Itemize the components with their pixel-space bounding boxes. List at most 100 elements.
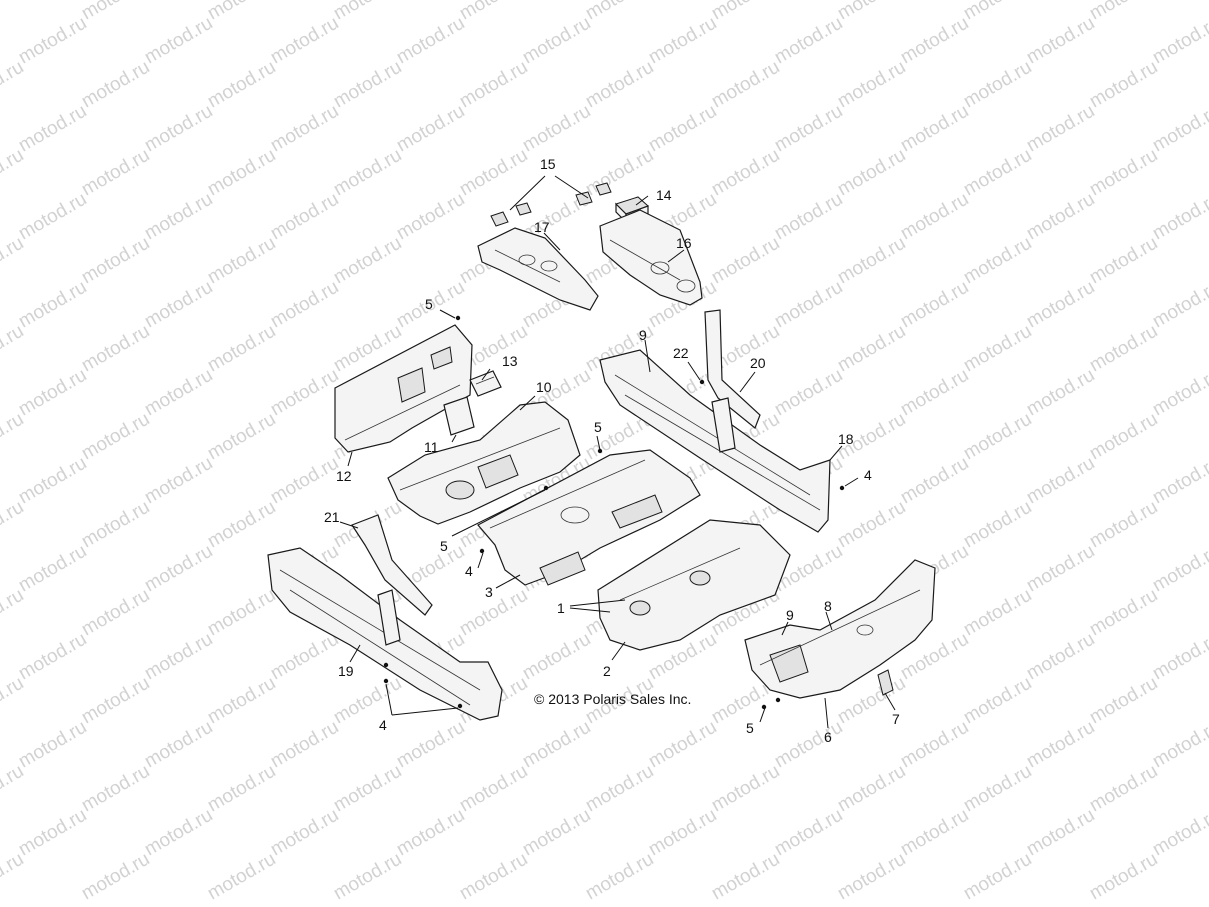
watermark-text: motod.ru: [771, 101, 846, 157]
part-18-right-sill: [599, 349, 831, 533]
watermark-text: motod.ru: [141, 13, 216, 69]
callout-21: 21: [324, 509, 340, 525]
callout-2: 2: [603, 663, 611, 679]
watermark-text: motod.ru: [708, 145, 783, 201]
watermark-text: motod.ru: [645, 717, 720, 773]
part-21-left-pillar: [351, 514, 433, 646]
callout-5-center: 5: [594, 419, 602, 435]
watermark-text: motod.ru: [267, 453, 342, 509]
watermark-text: motod.ru: [1149, 629, 1209, 685]
callout-4-center: 4: [465, 563, 473, 579]
watermark-text: motod.ru: [330, 233, 405, 289]
callout-16: 16: [676, 235, 692, 251]
watermark-text: motod.ru: [1149, 189, 1209, 245]
watermark-text: motod.ru: [15, 629, 90, 685]
watermark-text: motod.ru: [141, 365, 216, 421]
watermark-text: motod.ru: [1086, 585, 1161, 641]
watermark-text: motod.ru: [1086, 497, 1161, 553]
watermark-text: motod.ru: [1149, 453, 1209, 509]
watermark-text: motod.ru: [330, 145, 405, 201]
watermark-text: motod.ru: [267, 189, 342, 245]
watermark-text: motod.ru: [1023, 13, 1098, 69]
callout-3: 3: [485, 584, 493, 600]
watermark-text: motod.ru: [141, 629, 216, 685]
watermark-text: motod.ru: [960, 233, 1035, 289]
watermark-text: motod.ru: [204, 585, 279, 641]
watermark-text: motod.ru: [267, 101, 342, 157]
watermark-text: motod.ru: [15, 541, 90, 597]
watermark-text: motod.ru: [78, 849, 153, 905]
part-12-rear-panel: [334, 324, 473, 453]
watermark-text: motod.ru: [141, 101, 216, 157]
watermark-text: motod.ru: [897, 453, 972, 509]
watermark-text: motod.ru: [204, 761, 279, 817]
watermark-text: motod.ru: [204, 145, 279, 201]
watermark-text: motod.ru: [771, 277, 846, 333]
watermark-text: motod.ru: [1023, 453, 1098, 509]
callout-17: 17: [534, 219, 550, 235]
watermark-text: motod.ru: [1023, 805, 1098, 861]
watermark-text: motod.ru: [960, 497, 1035, 553]
watermark-text: motod.ru: [1023, 189, 1098, 245]
watermark-text: motod.ru: [15, 189, 90, 245]
watermark-text: motod.ru: [456, 145, 531, 201]
watermark-text: motod.ru: [519, 805, 594, 861]
watermark-text: motod.ru: [897, 277, 972, 333]
watermark-text: motod.ru: [1086, 409, 1161, 465]
watermark-text: motod.ru: [771, 365, 846, 421]
watermark-text: motod.ru: [78, 409, 153, 465]
watermark-text: motod.ru: [267, 717, 342, 773]
watermark-text: motod.ru: [897, 805, 972, 861]
watermark-text: motod.ru: [267, 629, 342, 685]
watermark-text: motod.ru: [15, 365, 90, 421]
watermark-text: motod.ru: [834, 761, 909, 817]
watermark-text: motod.ru: [204, 321, 279, 377]
callout-5-bottom: 5: [746, 720, 754, 736]
callout-15: 15: [540, 156, 556, 172]
watermark-text: motod.ru: [456, 0, 531, 24]
watermark-text: motod.ru: [204, 0, 279, 24]
callout-7: 7: [892, 711, 900, 727]
callout-12: 12: [336, 468, 352, 484]
watermark-text: motod.ru: [78, 761, 153, 817]
part-17-console: [477, 227, 599, 311]
watermark-text: motod.ru: [141, 189, 216, 245]
watermark-text: motod.ru: [582, 849, 657, 905]
part-7-bracket: [877, 669, 894, 696]
watermark-text: motod.ru: [78, 145, 153, 201]
callout-11: 11: [424, 439, 439, 455]
watermark-text: motod.ru: [645, 805, 720, 861]
watermark-text: motod.ru: [141, 541, 216, 597]
watermark-text: motod.ru: [204, 497, 279, 553]
callout-8: 8: [824, 598, 832, 614]
watermark-text: motod.ru: [456, 849, 531, 905]
watermark-text: motod.ru: [330, 673, 405, 729]
watermark-text: motod.ru: [708, 849, 783, 905]
watermark-text: motod.ru: [15, 101, 90, 157]
watermark-text: motod.ru: [960, 0, 1035, 24]
callout-labels: 15 14 17 16 5 9 22 20 13 10 5 11 18 12 4…: [324, 156, 900, 745]
watermark-text: motod.ru: [1086, 233, 1161, 289]
callout-6: 6: [824, 729, 832, 745]
watermark-text: motod.ru: [771, 805, 846, 861]
watermark-text: motod.ru: [393, 13, 468, 69]
watermark-text: motod.ru: [204, 57, 279, 113]
watermark-text: motod.ru: [960, 761, 1035, 817]
callout-5-top: 5: [425, 296, 433, 312]
watermark-text: motod.ru: [1023, 541, 1098, 597]
watermark-text: motod.ru: [267, 805, 342, 861]
callout-10: 10: [536, 379, 552, 395]
watermark-text: motod.ru: [393, 189, 468, 245]
watermark-text: motod.ru: [834, 233, 909, 289]
watermark-text: motod.ru: [141, 717, 216, 773]
watermark-text: motod.ru: [78, 233, 153, 289]
watermark-text: motod.ru: [771, 13, 846, 69]
part-15-clips: [490, 182, 612, 227]
part-16-console: [599, 209, 703, 306]
part-11-cover: [443, 396, 475, 436]
watermark-text: motod.ru: [456, 585, 531, 641]
watermark-text: motod.ru: [330, 57, 405, 113]
part-13-cover: [469, 370, 502, 397]
